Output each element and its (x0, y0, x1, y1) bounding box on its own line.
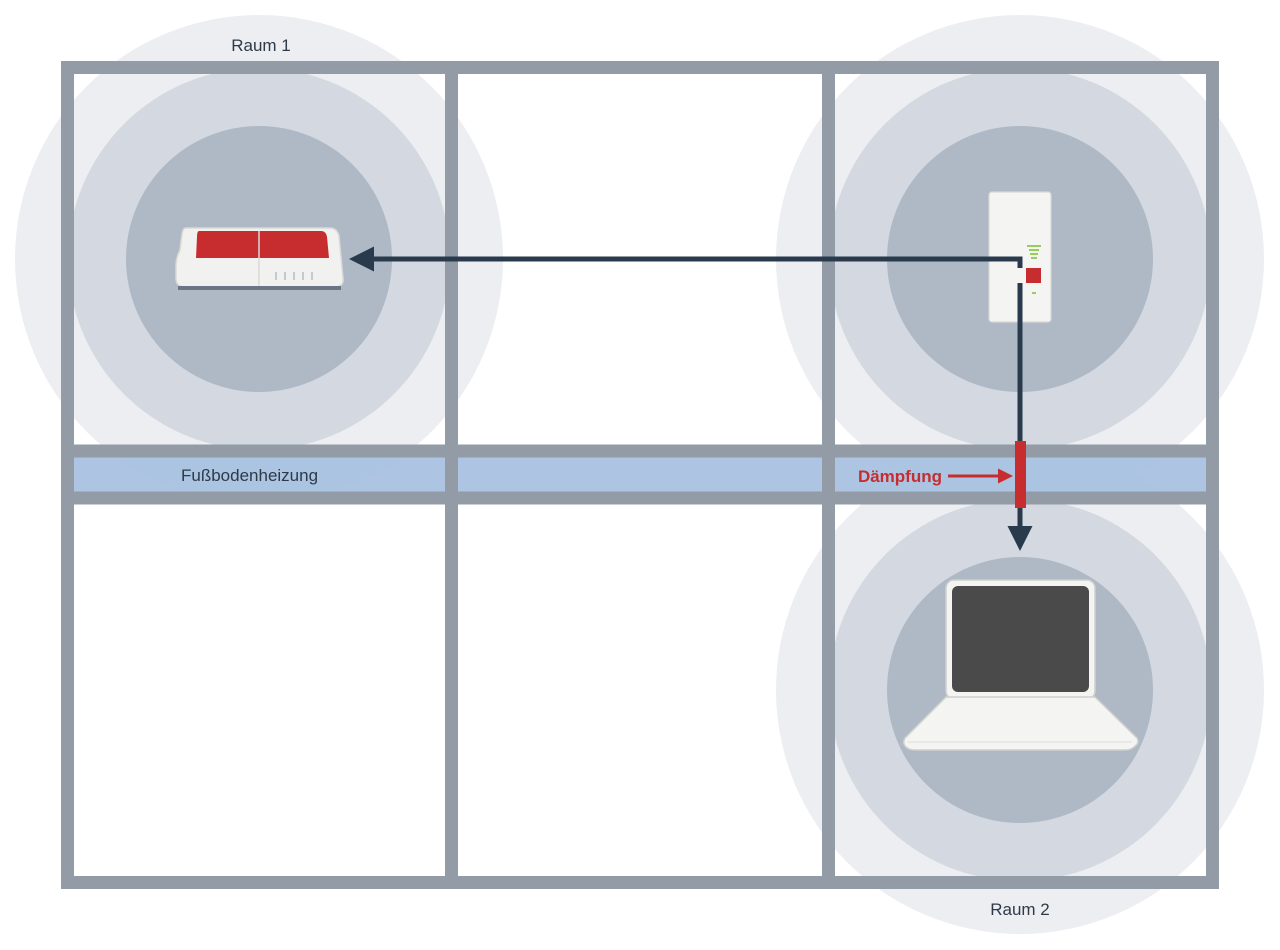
router-icon (175, 227, 344, 290)
repeater-to-router-arrow (349, 246, 1023, 272)
laptop-icon (902, 579, 1139, 751)
damping-marker (1015, 441, 1026, 508)
damping-label: Dämpfung (858, 467, 942, 486)
room2-label: Raum 2 (990, 900, 1050, 919)
room1-label: Raum 1 (231, 36, 291, 55)
floor-heating-label: Fußbodenheizung (181, 466, 318, 485)
